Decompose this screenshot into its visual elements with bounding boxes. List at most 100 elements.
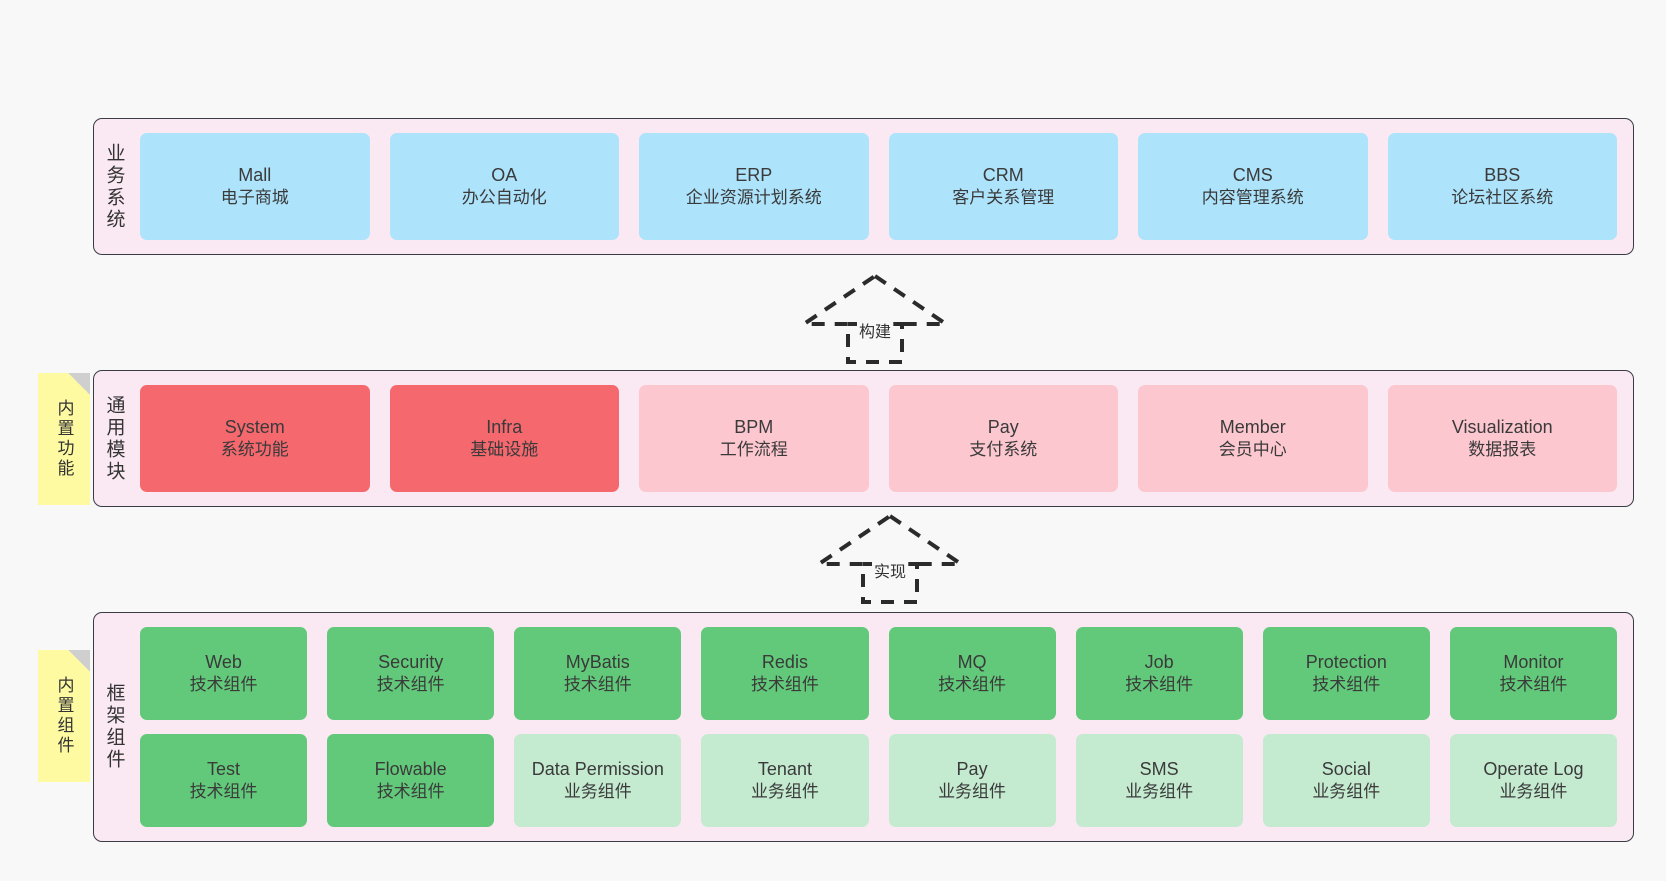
card-cms[interactable]: CMS 内容管理系统 [1138, 133, 1368, 240]
card-operate-log[interactable]: Operate Log 业务组件 [1449, 734, 1617, 827]
card-title: CRM [982, 165, 1024, 186]
card-title: BPM [734, 417, 774, 438]
card-title: Member [1219, 417, 1286, 438]
card-subtitle: 技术组件 [1312, 675, 1381, 695]
card-subtitle: 论坛社区系统 [1451, 188, 1554, 208]
card-social[interactable]: Social 业务组件 [1262, 734, 1430, 827]
card-security[interactable]: Security 技术组件 [327, 627, 495, 720]
card-title: OA [491, 165, 518, 186]
card-pay-business[interactable]: Pay 业务组件 [888, 734, 1056, 827]
arrowhead-triangle-icon [797, 273, 953, 326]
card-title: MQ [957, 652, 987, 673]
layer-title-business: 业务系统 [103, 142, 125, 231]
card-member[interactable]: Member 会员中心 [1138, 385, 1368, 492]
card-data-permission[interactable]: Data Permission 业务组件 [514, 734, 682, 827]
card-subtitle: 技术组件 [563, 675, 632, 695]
page-fold-icon [68, 373, 90, 395]
card-system[interactable]: System 系统功能 [140, 385, 370, 492]
card-subtitle: 会员中心 [1218, 440, 1287, 460]
card-title: SMS [1139, 759, 1179, 780]
card-title: Infra [486, 417, 523, 438]
card-mq[interactable]: MQ 技术组件 [888, 627, 1056, 720]
card-subtitle: 系统功能 [220, 440, 289, 460]
card-web[interactable]: Web 技术组件 [140, 627, 308, 720]
card-title: Monitor [1503, 652, 1564, 673]
card-subtitle: 业务组件 [1499, 782, 1568, 802]
card-bpm[interactable]: BPM 工作流程 [639, 385, 869, 492]
arrow-label-build: 构建 [856, 318, 894, 342]
card-mall[interactable]: Mall 电子商城 [140, 133, 370, 240]
card-sms[interactable]: SMS 业务组件 [1075, 734, 1243, 827]
card-pay[interactable]: Pay 支付系统 [888, 385, 1118, 492]
card-subtitle: 业务组件 [750, 782, 819, 802]
card-tenant[interactable]: Tenant 业务组件 [701, 734, 869, 827]
card-row: System 系统功能 Infra 基础设施 BPM 工作流程 Pay 支付系统… [140, 385, 1617, 492]
card-subtitle: 技术组件 [376, 675, 445, 695]
layer-title-common: 通用模块 [103, 394, 125, 483]
layer-business-system: 业务系统 Mall 电子商城 OA 办公自动化 ERP 企业资源计划系统 CRM… [93, 118, 1634, 255]
card-job[interactable]: Job 技术组件 [1075, 627, 1243, 720]
card-title: BBS [1484, 165, 1521, 186]
card-redis[interactable]: Redis 技术组件 [701, 627, 869, 720]
card-subtitle: 技术组件 [1125, 675, 1194, 695]
card-subtitle: 技术组件 [376, 782, 445, 802]
card-row: Web 技术组件 Security 技术组件 MyBatis 技术组件 Redi… [140, 627, 1617, 720]
sticky-note-builtin-component: 内置组件 [38, 650, 90, 782]
card-monitor[interactable]: Monitor 技术组件 [1449, 627, 1617, 720]
card-subtitle: 办公自动化 [461, 188, 547, 208]
arrow-implement: 实现 [812, 512, 968, 604]
card-protection[interactable]: Protection 技术组件 [1262, 627, 1430, 720]
card-subtitle: 业务组件 [563, 782, 632, 802]
card-oa[interactable]: OA 办公自动化 [389, 133, 619, 240]
sticky-note-label: 内置组件 [54, 676, 74, 756]
card-subtitle: 技术组件 [189, 782, 258, 802]
card-subtitle: 业务组件 [1312, 782, 1381, 802]
layer-common-module: 通用模块 System 系统功能 Infra 基础设施 BPM 工作流程 Pay… [93, 370, 1634, 507]
page-fold-icon [68, 650, 90, 672]
card-subtitle: 技术组件 [1499, 675, 1568, 695]
card-mybatis[interactable]: MyBatis 技术组件 [514, 627, 682, 720]
arrowhead-triangle-icon [812, 513, 968, 566]
card-title: Pay [956, 759, 988, 780]
sticky-note-builtin-function: 内置功能 [38, 373, 90, 505]
card-subtitle: 基础设施 [470, 440, 539, 460]
sticky-note-label: 内置功能 [54, 399, 74, 479]
card-visualization[interactable]: Visualization 数据报表 [1387, 385, 1617, 492]
card-erp[interactable]: ERP 企业资源计划系统 [639, 133, 869, 240]
card-title: System [224, 417, 285, 438]
card-title: Visualization [1451, 417, 1553, 438]
card-subtitle: 内容管理系统 [1201, 188, 1304, 208]
layer-cards-business: Mall 电子商城 OA 办公自动化 ERP 企业资源计划系统 CRM 客户关系… [134, 119, 1633, 254]
card-title: Web [205, 652, 242, 673]
layer-title-framework: 框架组件 [103, 683, 125, 771]
card-subtitle: 客户关系管理 [952, 188, 1055, 208]
card-subtitle: 业务组件 [938, 782, 1007, 802]
card-title: Flowable [374, 759, 447, 780]
card-title: Test [207, 759, 241, 780]
card-title: CMS [1232, 165, 1273, 186]
card-title: Data Permission [531, 759, 664, 780]
card-title: Tenant [757, 759, 812, 780]
card-test[interactable]: Test 技术组件 [140, 734, 308, 827]
card-title: Mall [238, 165, 272, 186]
card-title: Protection [1305, 652, 1387, 673]
layer-cards-framework: Web 技术组件 Security 技术组件 MyBatis 技术组件 Redi… [134, 613, 1633, 841]
card-subtitle: 工作流程 [719, 440, 788, 460]
arrow-label-implement: 实现 [871, 558, 909, 582]
card-title: MyBatis [565, 652, 630, 673]
card-subtitle: 支付系统 [969, 440, 1038, 460]
card-title: Job [1144, 652, 1174, 673]
card-title: ERP [735, 165, 773, 186]
card-subtitle: 数据报表 [1468, 440, 1537, 460]
card-subtitle: 技术组件 [750, 675, 819, 695]
card-bbs[interactable]: BBS 论坛社区系统 [1387, 133, 1617, 240]
card-subtitle: 企业资源计划系统 [685, 188, 822, 208]
card-subtitle: 技术组件 [189, 675, 258, 695]
card-crm[interactable]: CRM 客户关系管理 [888, 133, 1118, 240]
card-infra[interactable]: Infra 基础设施 [389, 385, 619, 492]
card-subtitle: 电子商城 [220, 188, 289, 208]
card-flowable[interactable]: Flowable 技术组件 [327, 734, 495, 827]
layer-framework-component: 框架组件 Web 技术组件 Security 技术组件 MyBatis 技术组件… [93, 612, 1634, 842]
card-title: Operate Log [1483, 759, 1584, 780]
